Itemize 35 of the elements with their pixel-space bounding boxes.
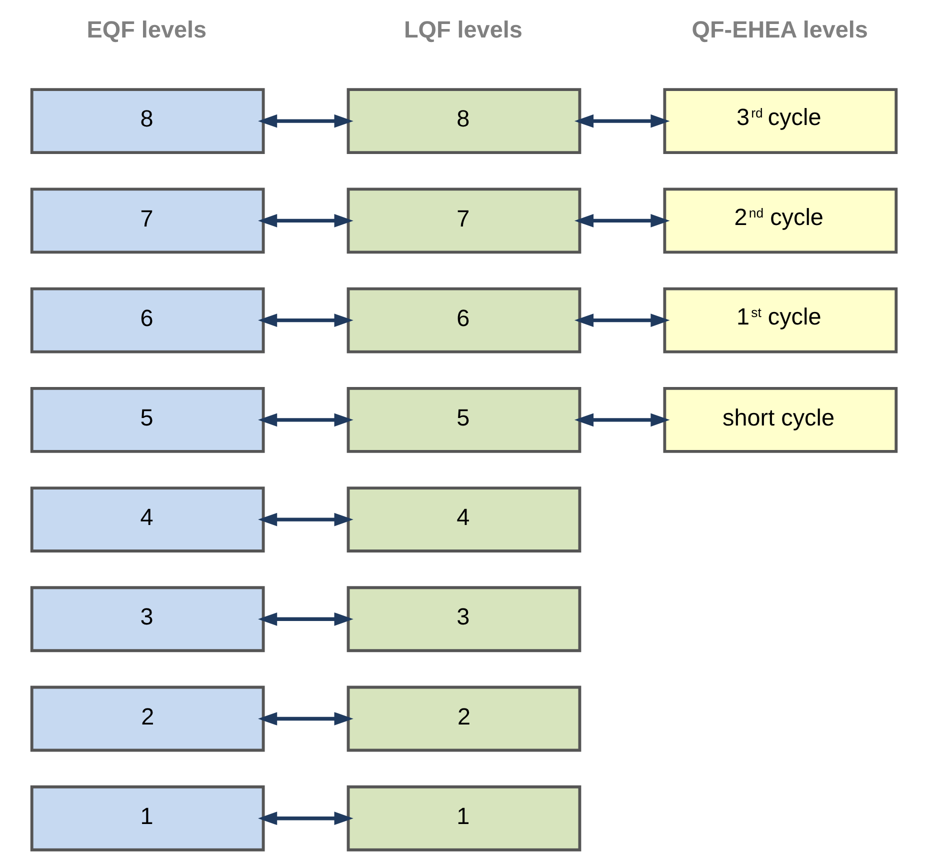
node-box: 2$^{nd}$ cycle xyxy=(662,188,898,254)
arrow xyxy=(574,214,670,228)
node-box: 1 xyxy=(346,785,581,852)
label: LQF levels xyxy=(403,16,522,42)
node-box: 5 xyxy=(30,386,264,453)
node-box: short cycle xyxy=(662,386,898,453)
node-box: 3 xyxy=(346,586,581,652)
node-box: 1$^{st}$ cycle xyxy=(662,287,898,354)
node-box: 2 xyxy=(346,686,581,752)
label: EQF levels xyxy=(86,16,206,42)
node-box: 7 xyxy=(346,188,581,254)
node-box: 3 xyxy=(30,586,264,652)
node-box: 6 xyxy=(346,287,581,354)
node-box: 4 xyxy=(30,486,264,552)
arrow xyxy=(258,712,353,726)
node-box: 4 xyxy=(346,486,581,552)
node-box: 8 xyxy=(30,88,264,154)
arrow xyxy=(258,812,353,826)
arrow xyxy=(258,314,353,327)
arrow xyxy=(574,413,670,427)
label: QF-EHEA levels xyxy=(691,16,868,42)
node-box: 8 xyxy=(346,88,581,154)
arrow xyxy=(258,612,353,626)
node-box: 1 xyxy=(30,785,264,852)
arrow xyxy=(258,114,353,128)
arrow xyxy=(574,114,670,128)
arrow xyxy=(258,512,353,526)
node-box: 5 xyxy=(346,386,581,453)
node-box: 2 xyxy=(30,686,264,752)
arrow xyxy=(574,314,670,327)
arrow xyxy=(258,413,353,427)
node-box: 3$^{rd}$ cycle xyxy=(662,88,898,154)
node-box: 7 xyxy=(30,188,264,254)
arrow xyxy=(258,214,353,228)
node-box: 6 xyxy=(30,287,264,354)
